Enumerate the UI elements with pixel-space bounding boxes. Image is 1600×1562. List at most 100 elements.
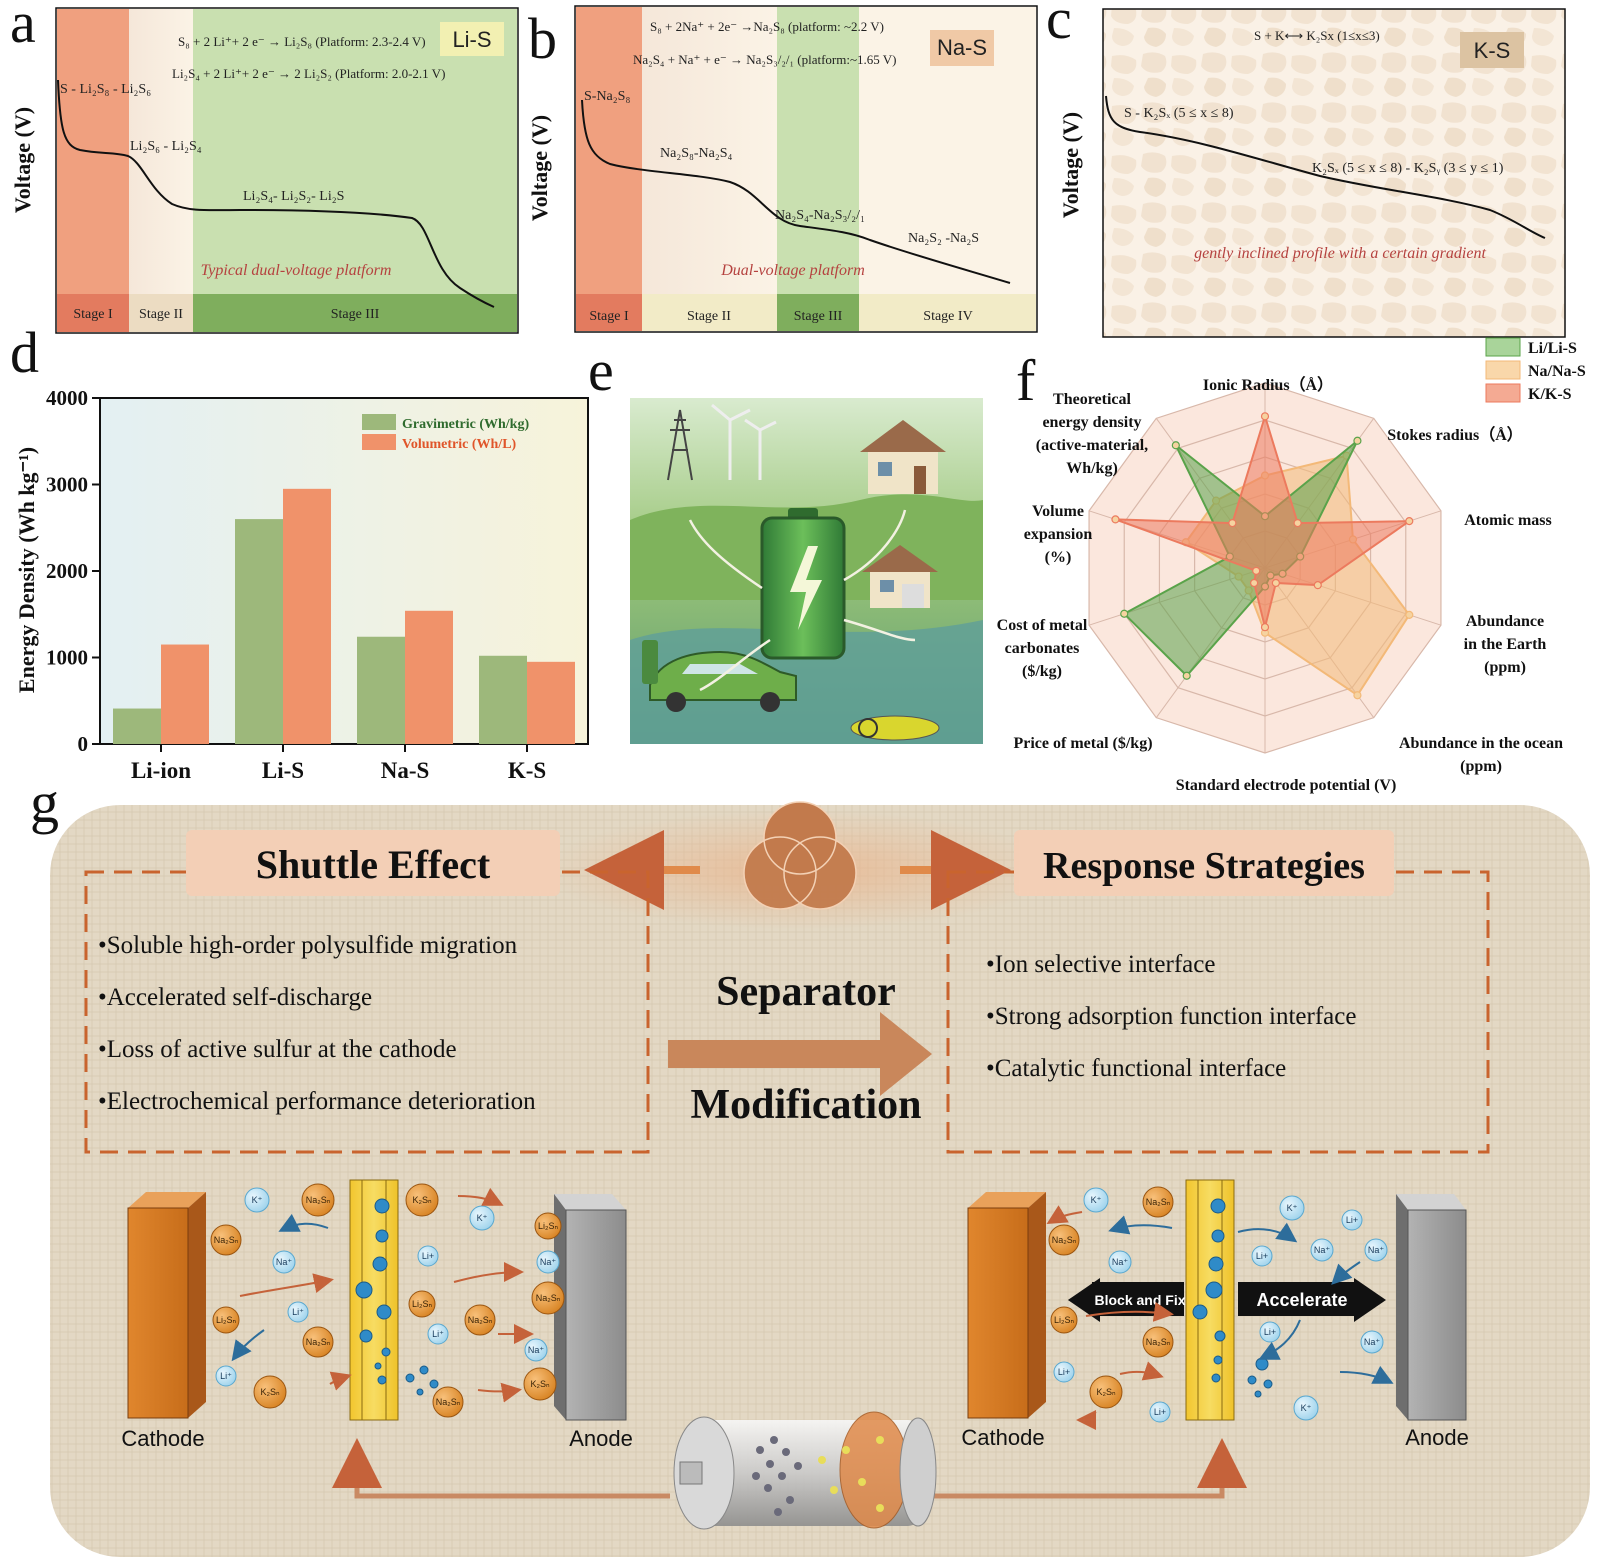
panel-letter-e: e	[588, 338, 614, 403]
shuttle-item-2: •Accelerated self-discharge	[98, 984, 372, 1011]
svg-text:Na⁺: Na⁺	[276, 1257, 293, 1267]
radar-legend-li: Li/Li-S	[1528, 340, 1577, 357]
bar-chart-d: Energy Density (Wh kg⁻¹) Gravimetric (Wh…	[14, 386, 589, 783]
house-icon	[860, 420, 946, 494]
label-b2: Na₂S₈-Na₂S₄	[660, 146, 733, 161]
svg-text:Na₂Sₙ: Na₂Sₙ	[306, 1195, 331, 1205]
eq-a1: S₈ + 2 Li⁺+ 2 e⁻ → Li₂S₈ (Platform: 2.3-…	[178, 34, 426, 49]
label-a2: Li₂S₆ - Li₂S₄	[130, 139, 202, 154]
bar-gravimetric-na-s	[357, 636, 405, 744]
note-c: gently inclined profile with a certain g…	[1194, 245, 1486, 262]
bar-gravimetric-li-ion	[113, 708, 161, 744]
svg-text:Na₂Sₙ: Na₂Sₙ	[306, 1337, 331, 1347]
panel-c: K-S S + K⟷ K₂Sx (1≤x≤3) S - K₂Sₓ (5 ≤ x …	[1058, 8, 1566, 338]
bar-gravimetric-k-s	[479, 655, 527, 744]
voltage-curve-c	[1105, 95, 1546, 239]
svg-text:Li+: Li+	[1264, 1327, 1276, 1337]
svg-text:K⁺: K⁺	[252, 1195, 263, 1205]
label-c2: K₂Sₓ (5 ≤ x ≤ 8) - K₂Sᵧ (3 ≤ y ≤ 1)	[1312, 161, 1504, 176]
stage3-region	[193, 9, 517, 294]
accelerate-label: Accelerate	[1256, 1290, 1347, 1310]
stage-b1: Stage I	[589, 309, 629, 324]
venn-separator-icon	[743, 801, 857, 910]
svg-text:Li+: Li+	[1256, 1251, 1268, 1261]
label-a1: S - Li₂S₈ - Li₂S₆	[60, 82, 151, 97]
x-tick-label: Na-S	[381, 758, 430, 783]
svg-text:Na⁺: Na⁺	[540, 1257, 557, 1267]
svg-text:Li+: Li+	[1346, 1215, 1358, 1225]
radar-point	[1293, 518, 1302, 528]
svg-text:Li₂Sₙ: Li₂Sₙ	[216, 1315, 237, 1325]
y-tick-label: 3000	[46, 473, 88, 497]
label-c1: S - K₂Sₓ (5 ≤ x ≤ 8)	[1124, 106, 1234, 121]
stage-label-3: Stage III	[331, 307, 380, 322]
label-b4: Na₂S₂ -Na₂S	[908, 231, 979, 246]
cathode-label-left: Cathode	[121, 1426, 204, 1451]
response-strategies-title: Response Strategies	[1043, 845, 1365, 887]
voltage-curve-a	[57, 79, 495, 308]
radar-point	[1271, 578, 1280, 588]
radar-point	[1120, 609, 1129, 618]
stage2-region	[129, 9, 193, 294]
anode-label-left: Anode	[569, 1426, 633, 1451]
svg-text:Na₂Sₙ: Na₂Sₙ	[1146, 1197, 1171, 1207]
radar-point	[1260, 412, 1270, 421]
svg-text:Li+: Li+	[1058, 1367, 1070, 1377]
y-tick-label: 2000	[46, 559, 88, 583]
block-and-fix-label: Block and Fix	[1094, 1292, 1185, 1308]
shuttle-item-3: •Loss of active sulfur at the cathode	[98, 1036, 457, 1063]
svg-text:Na⁺: Na⁺	[1368, 1245, 1385, 1255]
ylabel-c: Voltage (V)	[1058, 112, 1083, 218]
cathode-label-right: Cathode	[961, 1425, 1044, 1450]
panel-e-illustration	[630, 398, 983, 744]
svg-text:Na₂Sₙ: Na₂Sₙ	[1146, 1337, 1171, 1347]
connector-right-arrow	[928, 1438, 1247, 1499]
ylabel-a: Voltage (V)	[10, 107, 35, 213]
x-tick-label: Li-ion	[131, 758, 191, 783]
radar-legend-na: Na/Na-S	[1528, 363, 1586, 380]
radar-point	[1405, 517, 1414, 526]
y-tick-label: 1000	[46, 646, 88, 670]
svg-text:Na⁺: Na⁺	[1364, 1337, 1381, 1347]
eq-c1: S + K⟷ K₂Sx (1≤x≤3)	[1254, 28, 1380, 43]
ylabel-b: Voltage (V)	[527, 115, 552, 221]
radar-axis-label-1: Ionic Radius（Å）	[1203, 376, 1333, 394]
y-tick-label: 0	[78, 732, 89, 756]
modification-label: Modification	[691, 1082, 922, 1128]
svg-text:Li₂Sₙ: Li₂Sₙ	[538, 1221, 559, 1231]
shuttle-item-4: •Electrochemical performance deteriorati…	[98, 1088, 536, 1115]
svg-text:Li+: Li+	[422, 1251, 434, 1261]
radar-legend-k: K/K-S	[1528, 386, 1572, 403]
radar-point	[1353, 691, 1362, 700]
left-cell-diagram: K⁺ Na₂Sₙ K₂Sₙ K⁺ Li₂Sₙ Na₂Sₙ Na⁺ Li+ Na⁺…	[121, 1179, 633, 1451]
bar-volumetric-na-s	[405, 610, 453, 744]
svg-text:Na⁺: Na⁺	[1314, 1245, 1331, 1255]
svg-text:K⁺: K⁺	[1287, 1203, 1298, 1213]
radar-point	[1171, 441, 1180, 450]
response-title-banner	[1014, 830, 1394, 896]
svg-text:K₂Sₙ: K₂Sₙ	[412, 1195, 431, 1205]
badge-li-s: Li-S	[452, 27, 491, 52]
shuttle-effect-title: Shuttle Effect	[256, 842, 491, 887]
radar-point	[1353, 436, 1362, 445]
wind-turbine-icon	[711, 403, 777, 480]
label-b3: Na₂S₄-Na₂S₃/₂/₁	[775, 208, 865, 223]
house-icon-2	[862, 545, 938, 608]
legend-volumetric: Volumetric (Wh/L)	[402, 437, 517, 452]
anode-label-right: Anode	[1405, 1425, 1469, 1450]
stage-b3: Stage III	[794, 309, 843, 324]
radar-point	[1252, 566, 1261, 575]
x-tick-label: Li-S	[262, 758, 304, 783]
radar-point	[1250, 578, 1259, 588]
stage-b4: Stage IV	[923, 309, 972, 324]
eq-a2: Li₂S₄ + 2 Li⁺+ 2 e⁻ → 2 Li₂S₂ (Platform:…	[172, 66, 445, 81]
svg-text:Na⁺: Na⁺	[528, 1345, 545, 1355]
radar-axis-label-7: Price of metal ($/kg)	[1013, 735, 1152, 752]
accelerate-arrow	[1238, 1282, 1354, 1316]
connector-left-arrow	[332, 1438, 670, 1499]
panel-letter-f: f	[1016, 348, 1036, 413]
panel-b: Stage I Stage II Stage III Stage IV Na-S…	[527, 5, 1038, 333]
charger-icon	[642, 640, 658, 684]
